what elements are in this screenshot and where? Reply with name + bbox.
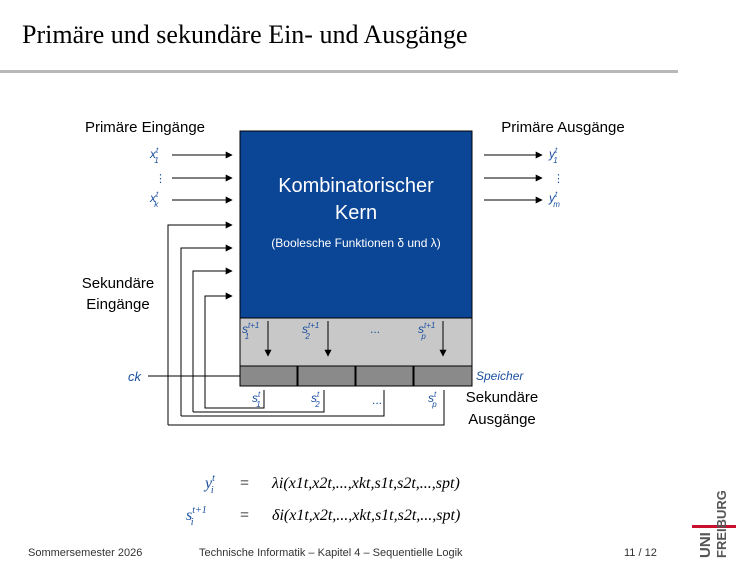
- logo-line2: FREIBURG: [714, 490, 729, 558]
- core-title-line2: Kern: [335, 202, 377, 224]
- register-cell-1: [239, 365, 298, 387]
- feedback-wire-3-out: [181, 390, 385, 417]
- secondary-outputs-label-line1: Sekundäre: [466, 389, 539, 406]
- secondary-inputs-label-line1: Sekundäre: [82, 275, 155, 292]
- feedback-wire-2-out: [193, 390, 325, 413]
- memory-label: Speicher: [476, 369, 524, 383]
- register-cell-3: [355, 365, 414, 387]
- title-divider: [0, 70, 678, 73]
- feedback-wire-p-out: [168, 390, 445, 426]
- feedback-wire-3: [180, 244, 233, 416]
- register-cell-2: [297, 365, 356, 387]
- footer-semester: Sommersemester 2026: [28, 547, 143, 559]
- equation-2-equals: =: [240, 507, 249, 524]
- equation-1-equals: =: [240, 475, 249, 492]
- secondary-inputs-label-line2: Eingänge: [86, 296, 149, 313]
- footer-course: Technische Informatik – Kapitel 4 – Sequ…: [199, 547, 463, 559]
- clock-label: ck: [128, 369, 143, 384]
- next-state-dots: ...: [370, 322, 380, 336]
- slide-title: Primäre und sekundäre Ein- und Ausgänge: [22, 20, 468, 49]
- core-subtitle: (Boolesche Funktionen δ und λ): [271, 236, 440, 250]
- feedback-wire-1-in: [204, 292, 233, 395]
- core-title-line1: Kombinatorischer: [278, 175, 434, 197]
- footer-page-number: 11 / 12: [624, 547, 657, 559]
- register-cell-4: [413, 365, 473, 387]
- output-vdots: ⋮: [553, 172, 564, 185]
- feedback-wire-p: [167, 221, 233, 425]
- input-vdots: ⋮: [155, 172, 166, 185]
- memory-band: [239, 317, 473, 367]
- equation-2-rhs: δi(x1t,x2t,...,xkt,s1t,s2t,...,spt): [272, 507, 460, 524]
- feedback-wire-1: [204, 390, 265, 409]
- state-dots: ...: [372, 393, 382, 407]
- logo-line1: UNI: [697, 532, 714, 558]
- equation-1-rhs: λi(x1t,x2t,...,xkt,s1t,s2t,...,spt): [271, 475, 460, 492]
- feedback-wire-2: [192, 267, 233, 412]
- combinational-core-box: [239, 130, 473, 319]
- secondary-outputs-label-line2: Ausgänge: [468, 411, 536, 428]
- primary-inputs-label: Primäre Eingänge: [85, 119, 205, 136]
- primary-outputs-label: Primäre Ausgänge: [501, 119, 624, 136]
- university-logo: UNI FREIBURG: [692, 490, 736, 558]
